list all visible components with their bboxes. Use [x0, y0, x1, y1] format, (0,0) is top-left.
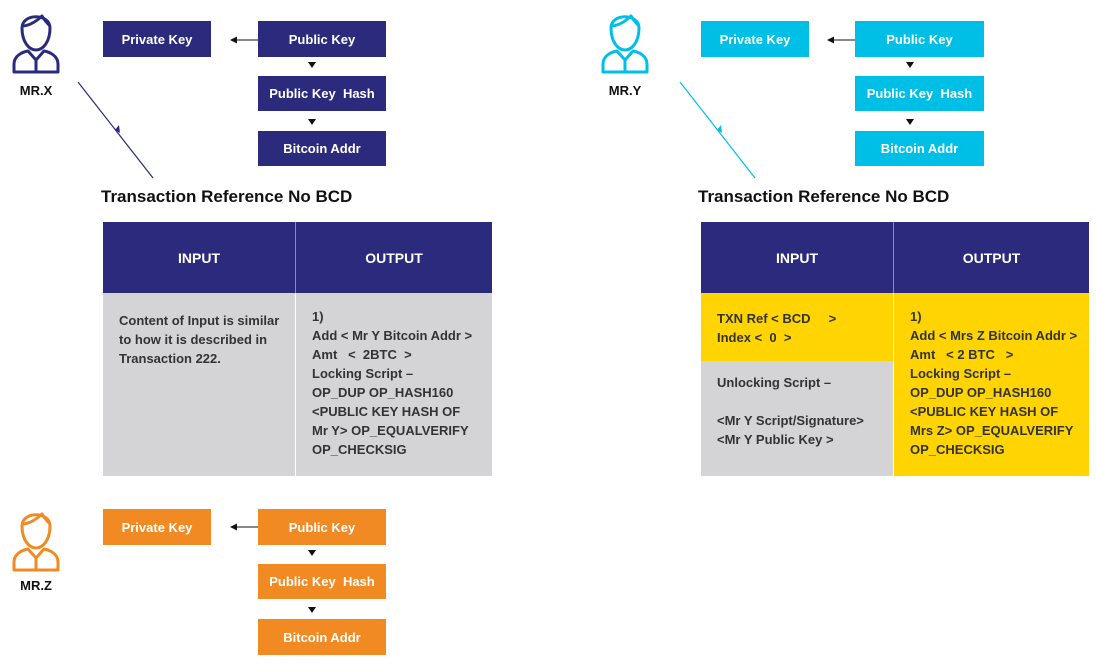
public-key-hash-box: Public Key Hash: [258, 76, 386, 111]
output-cell: 1) Add < Mr Y Bitcoin Addr > Amt < 2BTC …: [296, 293, 492, 476]
public-key-hash-box: Public Key Hash: [855, 76, 984, 111]
user-label: MR.Z: [20, 578, 52, 593]
arrow-down-icon: [308, 607, 316, 613]
arrow-left-icon: [230, 523, 237, 531]
private-key-box: Private Key: [103, 21, 211, 57]
transaction-title: Transaction Reference No BCD: [698, 187, 950, 206]
public-key-box: Public Key: [258, 509, 386, 545]
input-header: INPUT: [701, 222, 894, 293]
bitcoin-addr-box: Bitcoin Addr: [258, 619, 386, 655]
user-icon: [12, 512, 60, 572]
output-header: OUTPUT: [296, 222, 492, 293]
arrow-down-icon: [308, 119, 316, 125]
input-unlock-cell: Unlocking Script – <Mr Y Script/Signatur…: [701, 361, 894, 476]
transaction-title: Transaction Reference No BCD: [101, 187, 353, 206]
arrow-down-icon: [906, 62, 914, 68]
input-header: INPUT: [103, 222, 296, 293]
private-key-box: Private Key: [103, 509, 211, 545]
private-key-box: Private Key: [701, 21, 809, 57]
bitcoin-addr-box: Bitcoin Addr: [258, 131, 386, 166]
arrow-down-icon: [906, 119, 914, 125]
input-ref-cell: TXN Ref < BCD > Index < 0 >: [701, 293, 894, 361]
input-cell: Content of Input is similar to how it is…: [103, 293, 296, 476]
arrow-left-icon: [230, 36, 237, 44]
public-key-hash-box: Public Key Hash: [258, 564, 386, 599]
arrow-down-icon: [308, 550, 316, 556]
arrow-left-icon: [827, 36, 834, 44]
user-label: MR.X: [19, 83, 53, 98]
user-icon: [12, 14, 60, 74]
public-key-box: Public Key: [258, 21, 386, 57]
user-icon: [601, 14, 649, 74]
public-key-box: Public Key: [855, 21, 984, 57]
output-header: OUTPUT: [894, 222, 1089, 293]
output-cell: 1) Add < Mrs Z Bitcoin Addr > Amt < 2 BT…: [894, 293, 1089, 476]
user-label: MR.Y: [608, 83, 642, 98]
arrow-down-icon: [308, 62, 316, 68]
bitcoin-addr-box: Bitcoin Addr: [855, 131, 984, 166]
